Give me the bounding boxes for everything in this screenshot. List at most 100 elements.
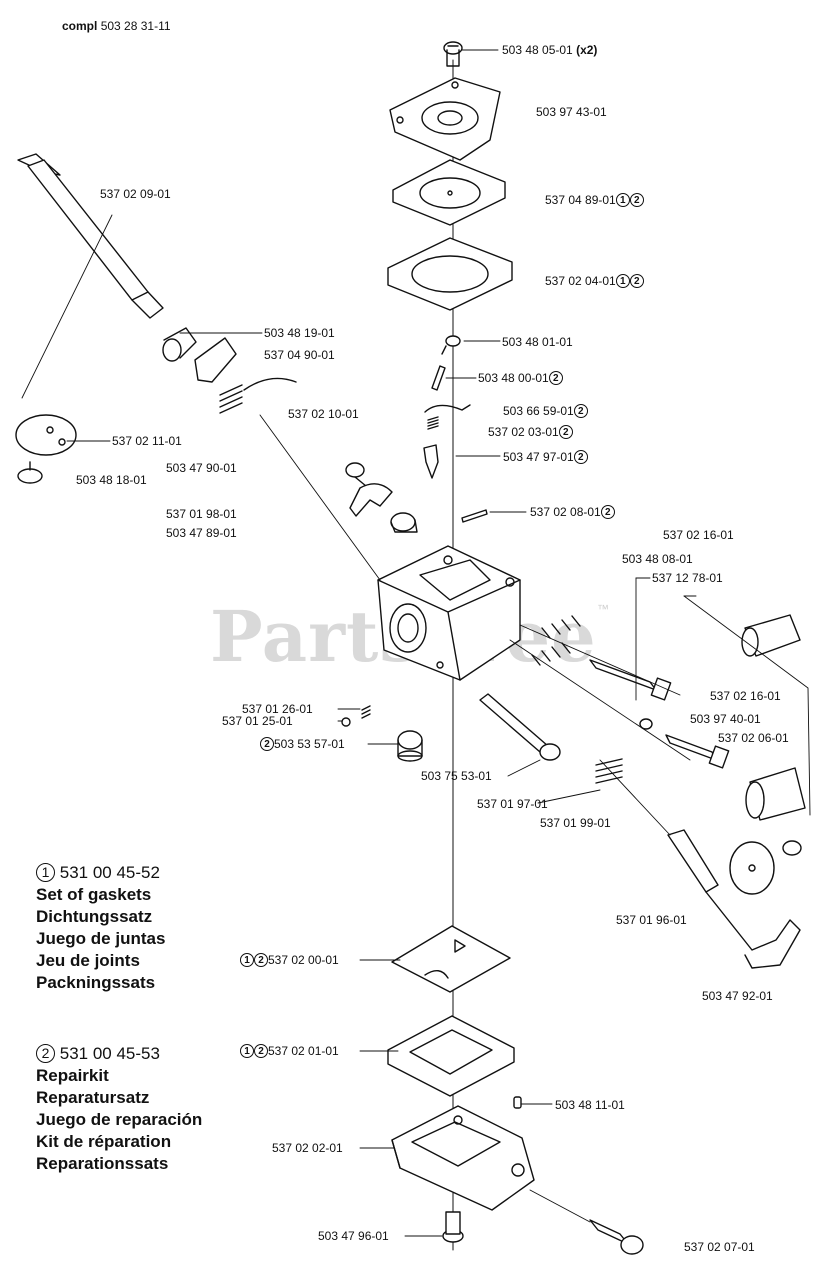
part-label: 537 02 16-01	[663, 528, 734, 542]
bushing-part	[162, 327, 197, 362]
choke-screw-part	[345, 462, 367, 487]
kit-legend-line: Reparatursatz	[36, 1088, 150, 1107]
pin-part	[431, 365, 446, 391]
gasket-part	[387, 237, 513, 311]
return-spring-part	[219, 377, 297, 414]
part-label: 503 48 18-01	[76, 473, 147, 487]
kit-marker-2: 2	[548, 371, 563, 385]
metering-diaphragm-part	[391, 925, 511, 993]
needle-spring-part	[427, 416, 439, 430]
carburetor-body-part	[259, 414, 521, 681]
top-screw-part	[443, 41, 463, 67]
kit-marker-2: 2	[260, 737, 274, 751]
filter-screen-part	[397, 730, 423, 762]
kit-marker-2: 2	[573, 404, 588, 418]
part-label: 503 48 19-01	[264, 326, 335, 340]
kit-marker-1: 1	[615, 274, 630, 288]
kit-marker-2: 2	[254, 953, 268, 967]
bottom-cover-part	[391, 1105, 535, 1211]
needle-screw-part	[441, 335, 461, 355]
disc-screw-part	[17, 461, 43, 484]
part-label: 537 01 25-01	[222, 714, 293, 728]
high-speed-spring-part	[541, 615, 581, 639]
kit-legend-gaskets: 1 531 00 45-52 Set of gaskets Dichtungss…	[36, 862, 165, 994]
part-label: 503 97 40-01	[690, 712, 761, 726]
part-label: 537 01 98-01	[166, 507, 237, 521]
diaphragm-part	[392, 159, 506, 226]
assembly-number: 503 28 31-11	[100, 19, 171, 33]
kit-legend-line: Packningssats	[36, 973, 156, 992]
part-label: 503 48 01-01	[502, 335, 573, 349]
label-leader-lines	[66, 49, 697, 1237]
idle-spring-part	[595, 758, 623, 784]
part-label: 537 01 97-01	[477, 797, 548, 811]
choke-disc-part	[729, 841, 775, 895]
kit-marker-2: 2	[629, 193, 644, 207]
cap-leader-line	[683, 595, 811, 816]
small-pin-part	[461, 509, 488, 523]
adjust-screw-low-part	[639, 718, 730, 769]
kit-marker-2: 2	[254, 1044, 268, 1058]
part-label: 537 04 90-01	[264, 348, 335, 362]
kit-legend-line: Kit de réparation	[36, 1132, 172, 1151]
choke-disc-screw-part	[782, 840, 802, 856]
part-label: 537 02 16-01	[710, 689, 781, 703]
throttle-shaft-part	[17, 153, 164, 399]
kit-marker-1: 1	[615, 193, 630, 207]
part-label: 537 02 06-01	[718, 731, 789, 745]
small-plug-part	[513, 1096, 522, 1109]
kit-marker-1: 1	[240, 953, 254, 967]
bottom-screw-part	[442, 1211, 464, 1243]
part-label: 503 48 05-01 (x2)	[502, 43, 598, 57]
part-label: 537 02 07-01	[684, 1240, 755, 1254]
part-label: 537 02 09-01	[100, 187, 171, 201]
low-speed-spring-part	[531, 642, 571, 666]
small-spring-part	[361, 705, 371, 719]
inlet-needle-part	[423, 444, 439, 479]
part-label: 537 01 99-01	[540, 816, 611, 830]
kit-marker-2: 2	[36, 1044, 55, 1063]
kit-legend-line: Jeu de joints	[36, 951, 140, 970]
part-label: 537 02 11-01	[112, 434, 182, 448]
part-label: 537 01 26-01	[242, 702, 313, 716]
kit-legend-repair: 2 531 00 45-53 Repairkit Reparatursatz J…	[36, 1043, 202, 1175]
kit-marker-1: 1	[36, 863, 55, 882]
part-label: 503 97 43-01	[536, 105, 607, 119]
choke-shaft-part	[599, 759, 801, 969]
limiter-cap-upper-part	[741, 614, 801, 657]
assembly-header: compl 503 28 31-11	[62, 19, 171, 33]
choke-lever-part	[349, 483, 393, 517]
part-label: 503 47 92-01	[702, 989, 773, 1003]
part-label: 503 47 89-01	[166, 526, 237, 540]
part-label: 503 48 08-01	[622, 552, 693, 566]
idle-screw-part	[479, 693, 561, 761]
pump-cover-part	[389, 77, 501, 161]
side-screw-part	[529, 1189, 644, 1255]
kit-legend-line: Repairkit	[36, 1066, 109, 1085]
assembly-prefix: compl	[62, 19, 98, 33]
kit-legend-heading: 2 531 00 45-53	[36, 1043, 202, 1065]
kit-legend-line: Dichtungssatz	[36, 907, 153, 926]
small-ball-part	[341, 717, 351, 727]
kit-legend-line: Reparationssats	[36, 1154, 169, 1173]
kit-marker-2: 2	[600, 505, 615, 519]
part-label: 537 12 78-01	[652, 571, 723, 585]
kit-legend-line: Juego de reparación	[36, 1110, 203, 1129]
part-label: 537 02 10-01	[288, 407, 359, 421]
kit-marker-1: 1	[240, 1044, 254, 1058]
adjust-screw-high-part	[589, 659, 672, 701]
kit-legend-line: Juego de juntas	[36, 929, 166, 948]
throttle-lever-part	[194, 337, 237, 383]
part-label: 537 02 02-01	[272, 1141, 343, 1155]
part-label: 503 47 96-01	[318, 1229, 389, 1243]
metering-gasket-part	[387, 1015, 515, 1097]
